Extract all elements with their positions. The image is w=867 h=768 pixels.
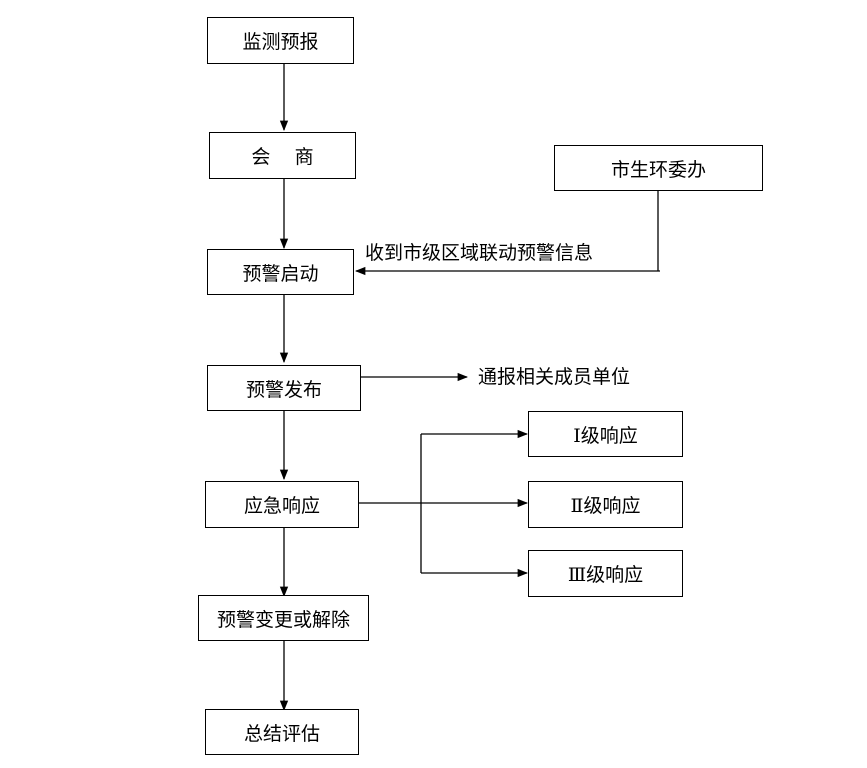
city-office-label: 市生环委办: [610, 158, 706, 181]
city-office-box: 市生环委办: [554, 145, 763, 191]
level-2-response-box: Ⅱ级响应: [528, 481, 683, 528]
warning-change-label: 预警变更或解除: [216, 608, 350, 631]
level-1-response-box: Ⅰ级响应: [528, 411, 683, 457]
emergency-response-label: 应急响应: [243, 495, 320, 517]
summary-evaluation-label: 总结评估: [243, 722, 320, 745]
consultation-box: 会 商: [209, 132, 356, 179]
warning-publish-box: 预警发布: [207, 365, 361, 411]
monitor-forecast-box: 监测预报: [207, 17, 354, 64]
warning-publish-label: 预警发布: [245, 378, 322, 401]
receive-linkage-warning-label: 收到市级区域联动预警信息: [365, 242, 594, 264]
warning-start-box: 预警启动: [207, 249, 354, 295]
notify-member-units-label: 通报相关成员单位: [478, 366, 631, 388]
consultation-label: 会 商: [251, 146, 314, 168]
emergency-response-box: 应急响应: [205, 481, 359, 528]
warning-change-box: 预警变更或解除: [198, 595, 369, 641]
level-3-response-label: Ⅲ级响应: [567, 564, 644, 586]
level-2-response-label: Ⅱ级响应: [570, 495, 641, 517]
level-3-response-box: Ⅲ级响应: [528, 550, 683, 597]
level-1-response-label: Ⅰ级响应: [573, 424, 638, 447]
warning-start-label: 预警启动: [242, 262, 319, 285]
monitor-forecast-label: 监测预报: [242, 31, 319, 53]
summary-evaluation-box: 总结评估: [205, 709, 359, 755]
